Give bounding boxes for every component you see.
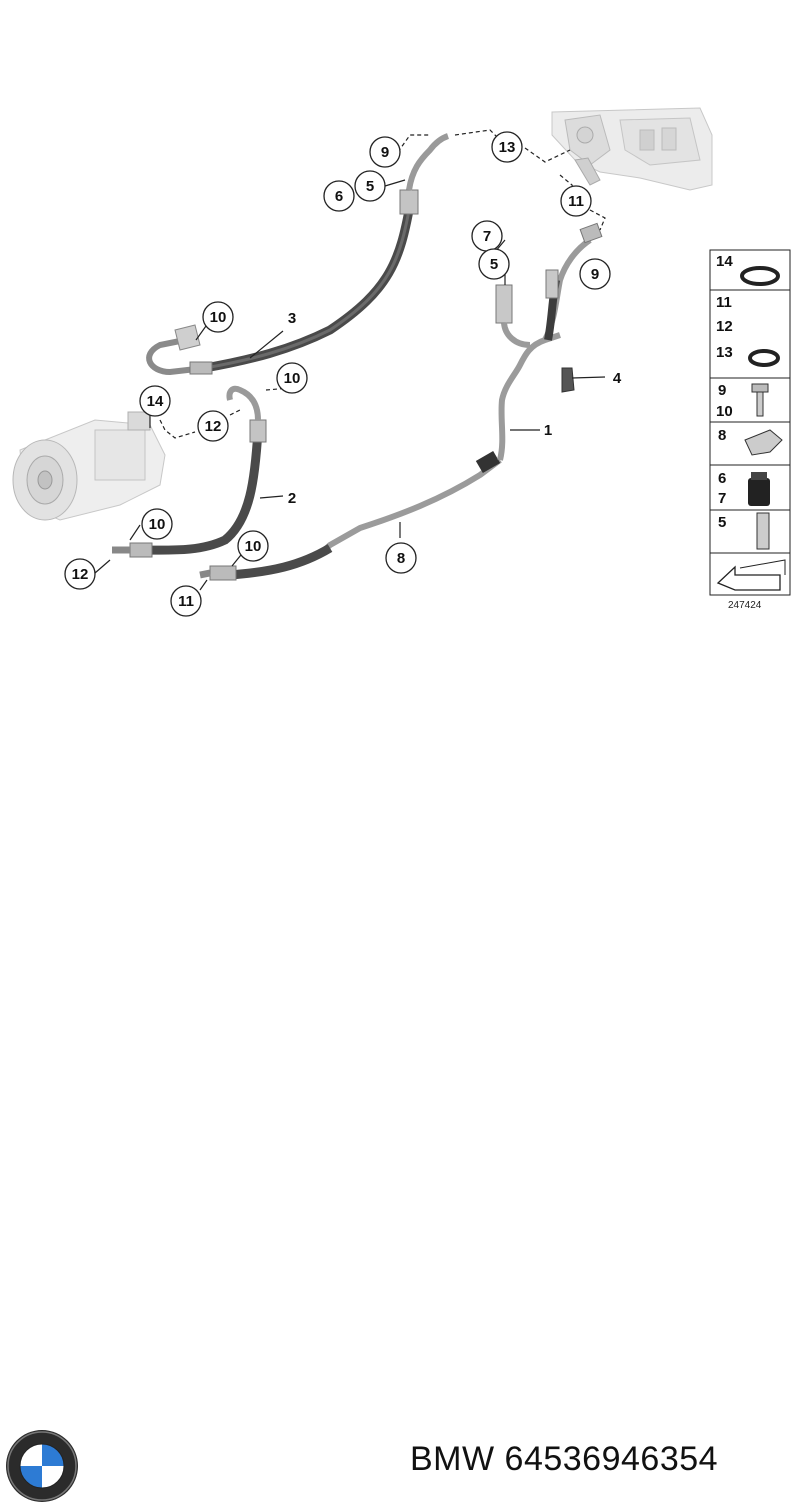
parts-legend: 14 11 12 13 9 10 8 6 7 5 247424 bbox=[709, 249, 791, 611]
callout-6: 6 bbox=[323, 180, 355, 212]
callout-8: 8 bbox=[385, 542, 417, 574]
legend-14: 14 bbox=[716, 253, 733, 270]
svg-text:9: 9 bbox=[591, 266, 599, 283]
ac-compressor bbox=[12, 411, 166, 521]
callout-9-right: 9 bbox=[579, 258, 611, 290]
legend-9: 9 bbox=[718, 382, 726, 399]
hose-3 bbox=[146, 133, 450, 376]
legend-10: 10 bbox=[716, 403, 733, 420]
bmw-logo-icon bbox=[6, 1430, 78, 1502]
footer: BMW 64536946354 bbox=[0, 700, 800, 1502]
bolt-icon bbox=[751, 383, 769, 417]
callout-14: 14 bbox=[139, 385, 171, 417]
svg-text:5: 5 bbox=[366, 178, 374, 195]
callout-10-c: 10 bbox=[141, 508, 173, 540]
leader-lines-solid bbox=[94, 179, 606, 591]
brand-name: BMW bbox=[410, 1440, 495, 1478]
svg-text:10: 10 bbox=[245, 538, 262, 555]
callout-10-d: 10 bbox=[237, 530, 269, 562]
callout-10-b: 10 bbox=[276, 362, 308, 394]
svg-text:7: 7 bbox=[483, 228, 491, 245]
callout-12-a: 12 bbox=[197, 410, 229, 442]
svg-text:14: 14 bbox=[147, 393, 164, 410]
footer-caption: BMW 64536946354 bbox=[410, 1440, 718, 1479]
parts-diagram: 9 13 6 5 11 7 5 9 10 14 10 12 10 12 10 bbox=[12, 107, 791, 617]
svg-text:6: 6 bbox=[335, 188, 343, 205]
callout-13: 13 bbox=[491, 131, 523, 163]
arrow-icon bbox=[716, 559, 786, 591]
legend-13: 13 bbox=[716, 344, 733, 361]
label-4: 4 bbox=[613, 370, 622, 387]
part-number: 64536946354 bbox=[504, 1440, 719, 1478]
label-1: 1 bbox=[544, 422, 552, 439]
cap-icon bbox=[748, 472, 770, 506]
svg-text:12: 12 bbox=[205, 418, 222, 435]
svg-text:10: 10 bbox=[149, 516, 166, 533]
clamp-icon bbox=[744, 429, 783, 456]
callout-11-top: 11 bbox=[560, 185, 592, 217]
label-3: 3 bbox=[288, 310, 296, 327]
svg-text:11: 11 bbox=[178, 593, 194, 610]
callout-11-bottom: 11 bbox=[170, 585, 202, 617]
hvac-unit bbox=[551, 107, 713, 191]
legend-6: 6 bbox=[718, 470, 726, 487]
hose-2 bbox=[112, 385, 267, 558]
svg-text:10: 10 bbox=[284, 370, 301, 387]
pipe-1 bbox=[495, 222, 603, 461]
callout-5-top: 5 bbox=[354, 170, 386, 202]
svg-text:5: 5 bbox=[490, 256, 498, 273]
legend-7: 7 bbox=[718, 490, 726, 507]
label-2: 2 bbox=[288, 490, 296, 507]
callout-5-right: 5 bbox=[478, 248, 510, 280]
svg-text:9: 9 bbox=[381, 144, 389, 161]
pipe-8 bbox=[199, 450, 502, 581]
valve-core-icon bbox=[756, 512, 770, 550]
svg-text:8: 8 bbox=[397, 550, 405, 567]
legend-5: 5 bbox=[718, 514, 726, 531]
callout-10-a: 10 bbox=[202, 301, 234, 333]
legend-12: 12 bbox=[716, 318, 733, 335]
svg-text:10: 10 bbox=[210, 309, 227, 326]
callout-12-b: 12 bbox=[64, 558, 96, 590]
reference-number: 247424 bbox=[728, 600, 762, 611]
callouts: 9 13 6 5 11 7 5 9 10 14 10 12 10 12 10 bbox=[64, 131, 622, 617]
svg-text:12: 12 bbox=[72, 566, 89, 583]
legend-11: 11 bbox=[716, 294, 732, 311]
svg-text:13: 13 bbox=[499, 139, 516, 156]
callout-9-top: 9 bbox=[369, 136, 401, 168]
svg-text:11: 11 bbox=[568, 193, 584, 210]
o-ring-icon bbox=[740, 266, 780, 286]
legend-8: 8 bbox=[718, 427, 726, 444]
callout-7: 7 bbox=[471, 220, 503, 252]
seal-ring-icon bbox=[748, 349, 780, 367]
